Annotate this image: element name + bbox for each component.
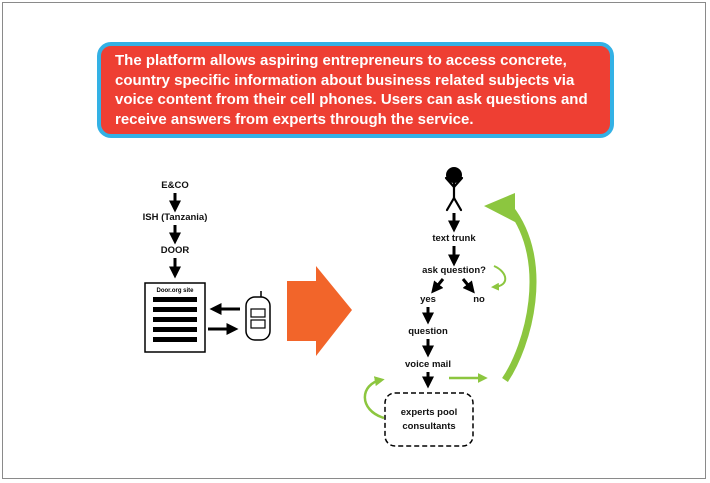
cell-phone-icon — [245, 291, 271, 341]
node-voice-mail: voice mail — [405, 359, 451, 370]
arrow-ask-to-no — [461, 278, 475, 294]
node-ask-question: ask question? — [422, 265, 486, 276]
return-to-user-arrow — [484, 193, 537, 382]
no-loop-arrow — [491, 265, 507, 291]
node-yes: yes — [420, 294, 436, 305]
person-icon — [444, 167, 464, 212]
node-door: DOOR — [161, 245, 190, 256]
arrow-ask-to-yes — [431, 278, 445, 294]
experts-pool-label: experts pool — [401, 407, 458, 418]
node-text-trunk: text trunk — [432, 233, 476, 244]
node-no: no — [473, 294, 485, 305]
experts-pool-box: experts pool consultants — [384, 392, 474, 447]
page-frame — [2, 2, 706, 479]
consultants-label: consultants — [402, 421, 455, 432]
door-site-label: Door.org site — [156, 288, 194, 294]
node-eco: E&CO — [161, 180, 188, 191]
experts-to-voicemail-loop-arrow — [363, 376, 385, 420]
node-ish-tanzania: ISH (Tanzania) — [143, 212, 208, 223]
node-question: question — [408, 326, 448, 337]
banner-text: The platform allows aspiring entrepreneu… — [115, 52, 588, 128]
description-banner: The platform allows aspiring entrepreneu… — [97, 42, 614, 138]
door-site-box: Door.org site — [144, 282, 206, 353]
big-orange-arrow — [287, 266, 352, 356]
